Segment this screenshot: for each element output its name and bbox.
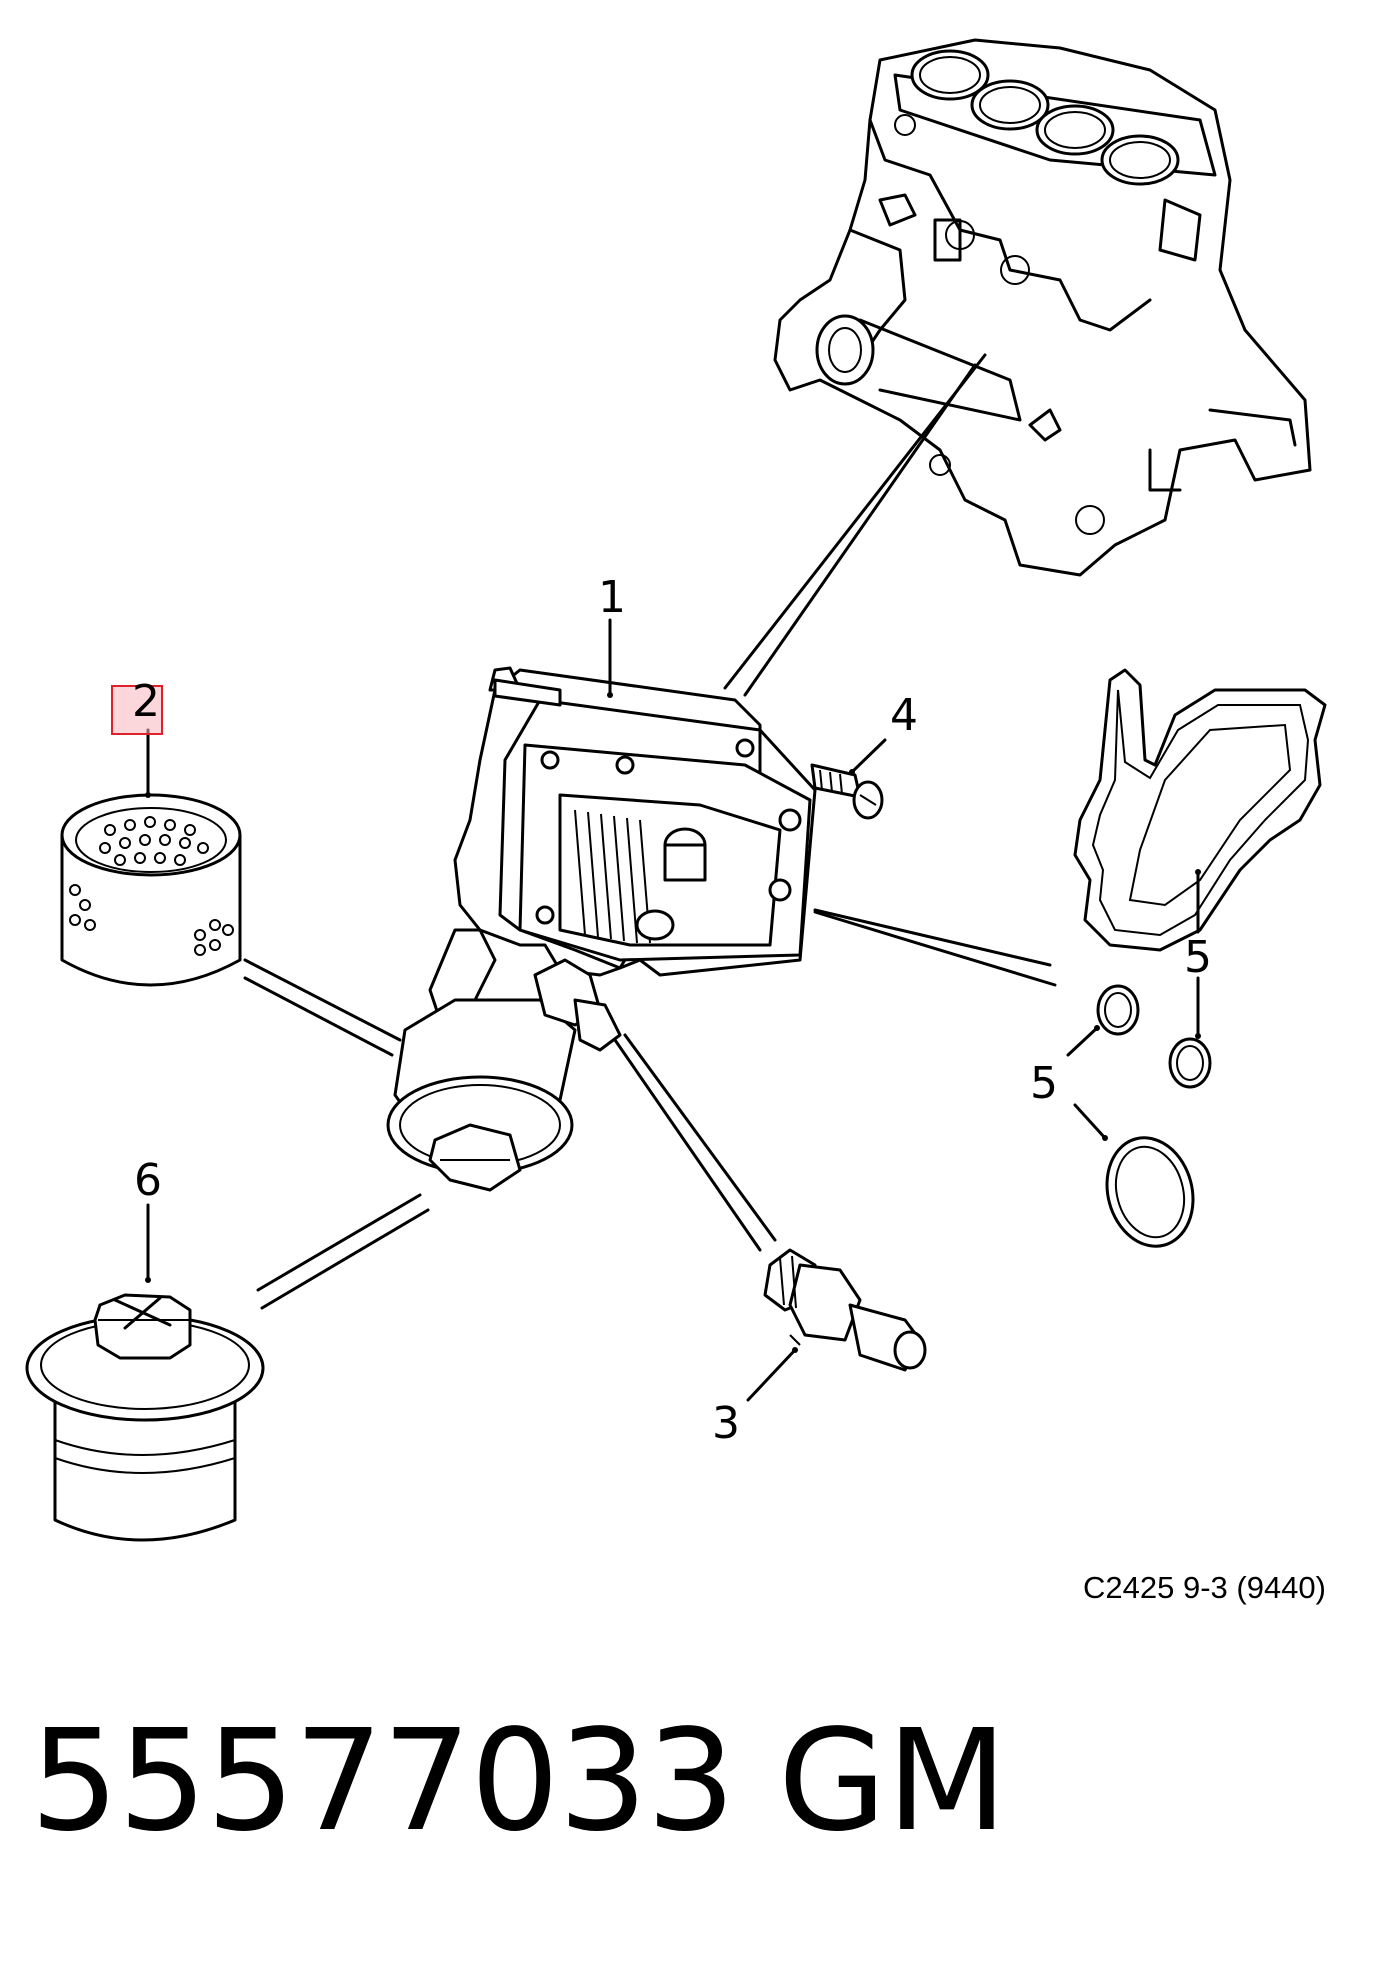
callout-highlight-box [111, 685, 163, 735]
filter-leader-lines [243, 958, 402, 1057]
oil-cooler-housing-drawing [428, 666, 817, 1022]
engine-block-drawing [773, 38, 1312, 577]
sensor-leader-lines [613, 1033, 777, 1252]
diagram-reference: C2425 9-3 (9440) [1083, 1570, 1326, 1605]
o-rings-drawing [1096, 984, 1212, 1248]
callout-4: 4 [890, 690, 918, 741]
callout-5-upper: 5 [1184, 932, 1212, 983]
callout-2: 2 [132, 676, 160, 727]
bolt-drawing [810, 763, 884, 820]
callout-3: 3 [712, 1398, 740, 1449]
oil-pressure-sensor-drawing [763, 1248, 927, 1372]
callout-leaders [145, 618, 1201, 1402]
brand-name: GM [778, 1700, 1008, 1863]
filter-element-drawing [60, 793, 242, 987]
cap-leader-lines [256, 1193, 430, 1310]
callout-5-lower: 5 [1030, 1058, 1058, 1109]
gasket-leader-lines [813, 908, 1057, 987]
block-leader-lines [723, 353, 987, 697]
part-number: 55577033 [30, 1700, 736, 1863]
callout-labels: 1 2 3 4 5 5 6 [132, 572, 1212, 1449]
housing-stub-drawing [533, 958, 622, 1052]
filter-housing-bowl-drawing [386, 998, 577, 1192]
callout-6: 6 [134, 1155, 162, 1206]
filter-cap-drawing [25, 1293, 265, 1542]
callout-1: 1 [598, 572, 626, 623]
gasket-drawing [1073, 668, 1327, 952]
filter-perforations [69, 816, 234, 956]
